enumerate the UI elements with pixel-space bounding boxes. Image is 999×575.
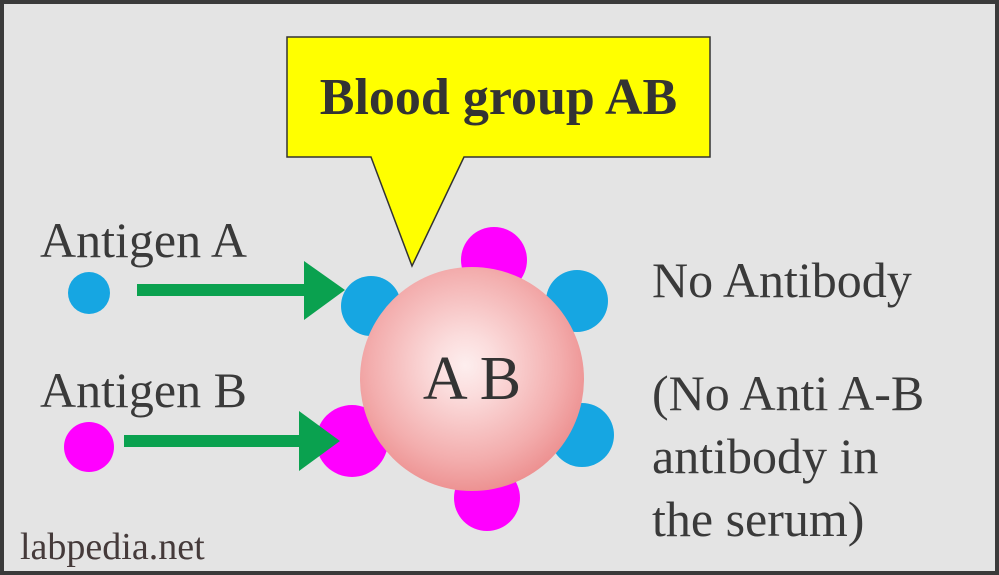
antigen-a-sample-dot xyxy=(68,272,110,314)
no-antibody-text: No Antibody xyxy=(652,252,912,308)
antigen-b-sample-dot xyxy=(64,422,114,472)
red-blood-cell: AB xyxy=(360,267,584,491)
antigen-b-label: Antigen B xyxy=(40,362,247,418)
callout-title: Blood group AB xyxy=(319,68,678,126)
serum-note-text: (No Anti A-B antibody in the serum) xyxy=(652,365,925,547)
antigen-a-arrow-icon xyxy=(137,261,345,320)
antigen-b-arrow-icon xyxy=(124,411,340,471)
antigen-a-label: Antigen A xyxy=(40,212,247,268)
red-cell-label: AB xyxy=(422,344,534,413)
watermark-text: labpedia.net xyxy=(20,526,205,568)
